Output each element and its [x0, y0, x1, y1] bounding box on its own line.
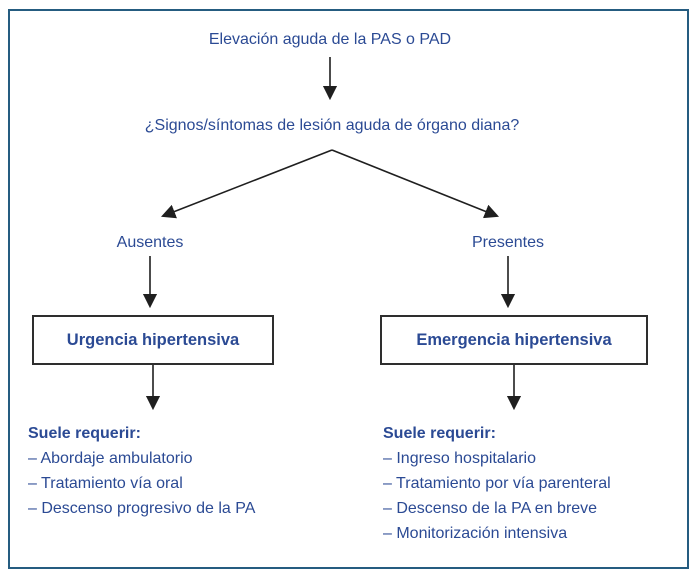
- detail-item: – Descenso progresivo de la PA: [28, 500, 256, 517]
- urgencia-box-label: Urgencia hipertensiva: [66, 330, 240, 349]
- detail-item: – Ingreso hospitalario: [383, 450, 536, 467]
- emergencia-details-heading: Suele requerir:: [383, 425, 496, 442]
- urgencia-details: Suele requerir: – Abordaje ambulatorio –…: [28, 421, 255, 521]
- detail-item: – Monitorización intensiva: [383, 525, 568, 542]
- question-node-label: ¿Signos/síntomas de lesión aguda de órga…: [144, 117, 520, 134]
- detail-item: – Tratamiento por vía parenteral: [383, 475, 611, 492]
- urgencia-hipertensiva-box: Urgencia hipertensiva: [32, 315, 274, 365]
- detail-item: – Abordaje ambulatorio: [28, 450, 193, 467]
- root-node-label: Elevación aguda de la PAS o PAD: [208, 31, 452, 48]
- emergencia-details: Suele requerir: – Ingreso hospitalario –…: [383, 421, 611, 546]
- branch-label-presentes: Presentes: [471, 234, 545, 251]
- emergencia-box-label: Emergencia hipertensiva: [416, 330, 612, 349]
- detail-item: – Tratamiento vía oral: [28, 475, 183, 492]
- emergencia-hipertensiva-box: Emergencia hipertensiva: [380, 315, 648, 365]
- branch-label-ausentes: Ausentes: [116, 234, 184, 251]
- figure-border: [8, 9, 689, 569]
- detail-item: – Descenso de la PA en breve: [383, 500, 598, 517]
- urgencia-details-heading: Suele requerir:: [28, 425, 141, 442]
